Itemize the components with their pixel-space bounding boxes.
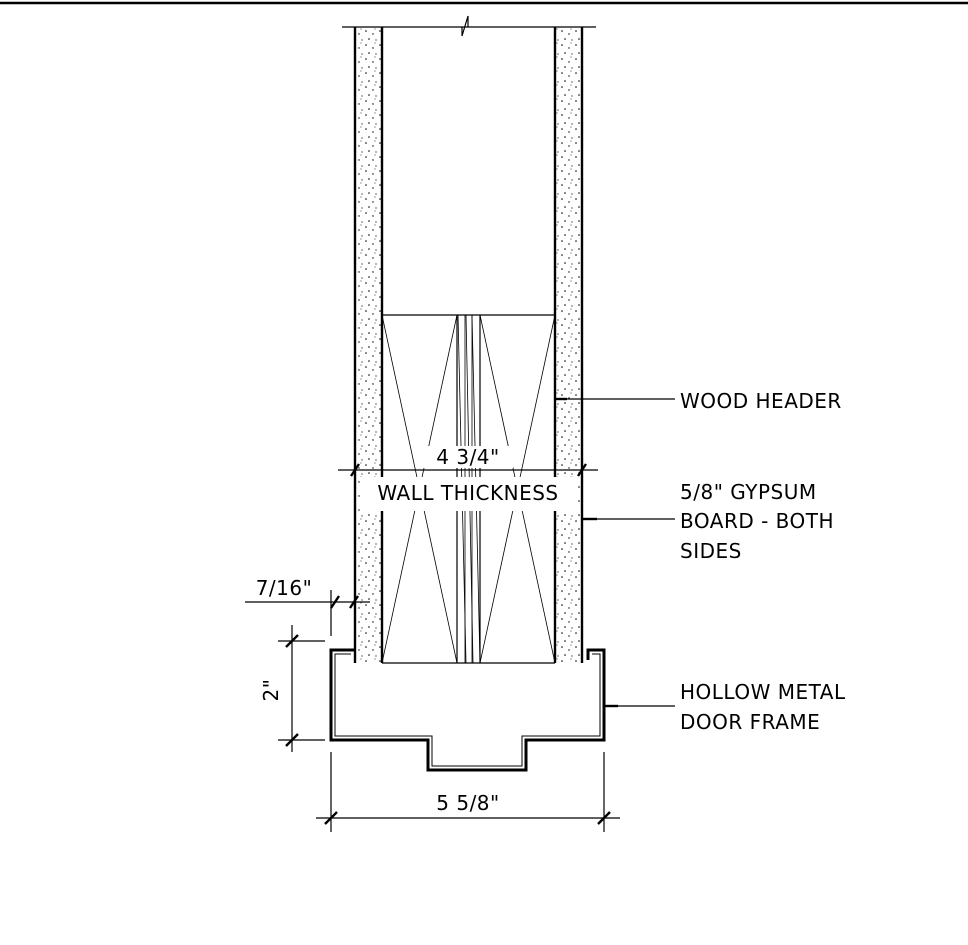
gypsum-label-line3: SIDES [680, 539, 742, 563]
gypsum-board-right [553, 27, 584, 663]
break-line-symbol [342, 15, 596, 37]
gypsum-board-left [353, 27, 384, 663]
frame-label-line1: HOLLOW METAL [680, 680, 846, 704]
wood-header-label: WOOD HEADER [680, 389, 842, 413]
gap-dimension [245, 590, 370, 636]
wall-thickness-label: WALL THICKNESS [377, 481, 558, 505]
hollow-metal-door-frame [329, 648, 606, 772]
wall-thickness-dimension [338, 446, 598, 511]
gypsum-label-line2: BOARD - BOTH [680, 509, 834, 533]
door-frame-inner-line [334, 653, 601, 767]
gypsum-label-line1: 5/8" GYPSUM [680, 480, 817, 504]
gap-dimension-text: 7/16" [256, 576, 313, 600]
frame-depth-dimension [278, 625, 325, 752]
frame-width-text: 5 5/8" [436, 791, 499, 815]
leader-lines [555, 397, 675, 708]
frame-label-line2: DOOR FRAME [680, 710, 820, 734]
frame-depth-text: 2" [259, 679, 283, 702]
frame-width-dimension [316, 752, 620, 832]
wall-thickness-value: 4 3/4" [436, 445, 499, 469]
